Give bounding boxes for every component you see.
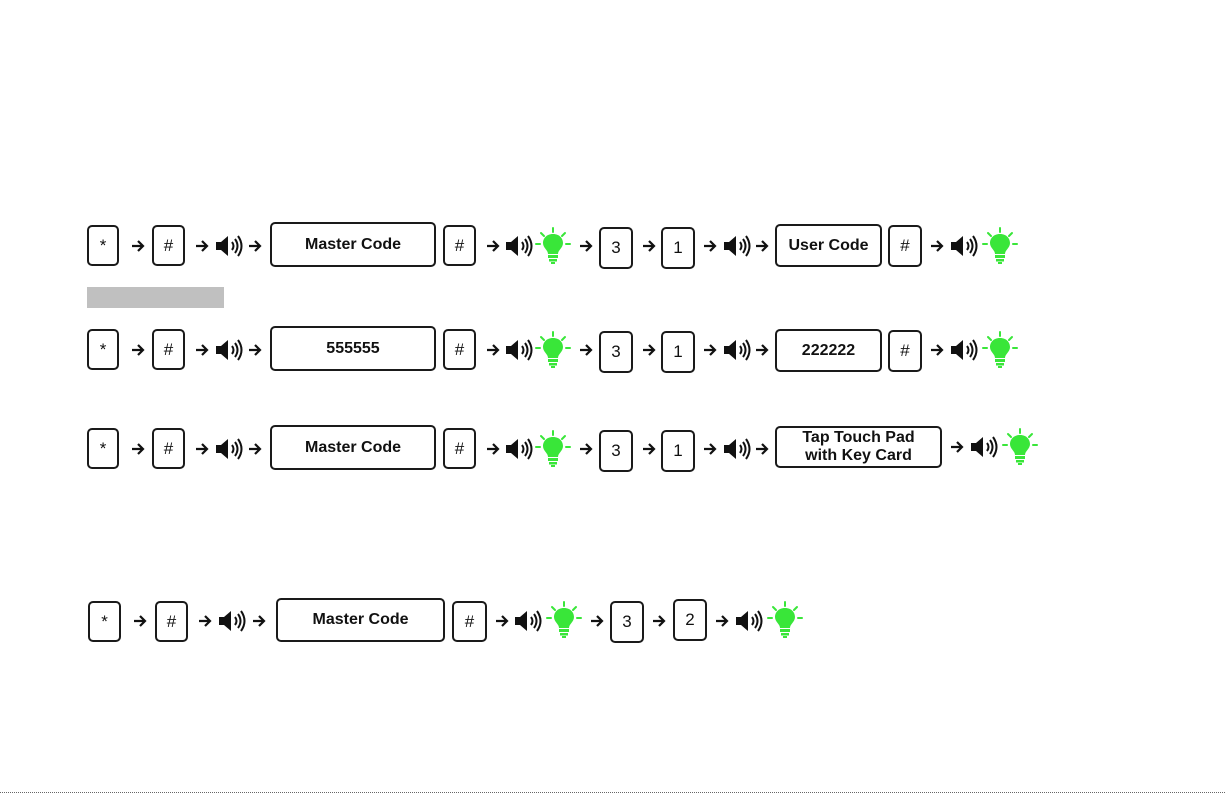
speaker-beep-icon: [949, 337, 979, 363]
master-code-key: Master Code: [270, 425, 436, 470]
green-light-icon: [982, 227, 1018, 265]
hash-key: #: [443, 428, 476, 469]
arrow-right-icon: [703, 442, 717, 456]
hash-key: #: [443, 225, 476, 266]
hash-key: #: [152, 225, 185, 266]
speaker-beep-icon: [722, 436, 752, 462]
speaker-beep-icon: [214, 337, 244, 363]
arrow-right-icon: [590, 614, 604, 628]
green-light-icon: [535, 331, 571, 369]
arrow-right-icon: [198, 614, 212, 628]
arrow-right-icon: [486, 442, 500, 456]
arrow-right-icon: [195, 343, 209, 357]
arrow-right-icon: [930, 239, 944, 253]
green-light-icon: [767, 601, 803, 639]
arrow-right-icon: [248, 239, 262, 253]
tap-key-card-key: Tap Touch Pad with Key Card: [775, 426, 942, 468]
hash-key: #: [443, 329, 476, 370]
arrow-right-icon: [495, 614, 509, 628]
arrow-right-icon: [642, 343, 656, 357]
star-key: *: [87, 329, 119, 370]
speaker-beep-icon: [734, 608, 764, 634]
tap-key-card-line-2: with Key Card: [805, 447, 912, 465]
hash-key: #: [452, 601, 487, 642]
digit-key-3: 3: [599, 331, 633, 373]
arrow-right-icon: [950, 440, 964, 454]
digit-key-1: 1: [661, 331, 695, 373]
digit-key-3: 3: [599, 227, 633, 269]
speaker-beep-icon: [513, 608, 543, 634]
green-light-icon: [535, 430, 571, 468]
arrow-right-icon: [248, 442, 262, 456]
arrow-right-icon: [131, 343, 145, 357]
master-code-value-key: 555555: [270, 326, 436, 371]
speaker-beep-icon: [214, 233, 244, 259]
arrow-right-icon: [486, 343, 500, 357]
speaker-beep-icon: [949, 233, 979, 259]
arrow-right-icon: [133, 614, 147, 628]
arrow-right-icon: [195, 442, 209, 456]
speaker-beep-icon: [217, 608, 247, 634]
hash-key: #: [155, 601, 188, 642]
arrow-right-icon: [755, 343, 769, 357]
hash-key: #: [888, 225, 922, 267]
speaker-beep-icon: [504, 436, 534, 462]
arrow-right-icon: [930, 343, 944, 357]
master-code-key: Master Code: [276, 598, 445, 642]
arrow-right-icon: [579, 239, 593, 253]
digit-key-1: 1: [661, 430, 695, 472]
arrow-right-icon: [642, 239, 656, 253]
user-code-value-key: 222222: [775, 329, 882, 372]
user-code-key: User Code: [775, 224, 882, 267]
arrow-right-icon: [486, 239, 500, 253]
digit-key-1: 1: [661, 227, 695, 269]
speaker-beep-icon: [214, 436, 244, 462]
arrow-right-icon: [252, 614, 266, 628]
speaker-beep-icon: [722, 337, 752, 363]
green-light-icon: [1002, 428, 1038, 466]
arrow-right-icon: [715, 614, 729, 628]
arrow-right-icon: [195, 239, 209, 253]
green-light-icon: [546, 601, 582, 639]
arrow-right-icon: [131, 239, 145, 253]
speaker-beep-icon: [504, 337, 534, 363]
star-key: *: [87, 428, 119, 469]
master-code-key: Master Code: [270, 222, 436, 267]
arrow-right-icon: [652, 614, 666, 628]
arrow-right-icon: [579, 442, 593, 456]
arrow-right-icon: [703, 343, 717, 357]
highlight-bar: [87, 287, 224, 308]
hash-key: #: [152, 428, 185, 469]
arrow-right-icon: [642, 442, 656, 456]
hash-key: #: [152, 329, 185, 370]
digit-key-2: 2: [673, 599, 707, 641]
digit-key-3: 3: [599, 430, 633, 472]
arrow-right-icon: [579, 343, 593, 357]
green-light-icon: [535, 227, 571, 265]
arrow-right-icon: [755, 442, 769, 456]
digit-key-3: 3: [610, 601, 644, 643]
star-key: *: [87, 225, 119, 266]
arrow-right-icon: [755, 239, 769, 253]
speaker-beep-icon: [722, 233, 752, 259]
arrow-right-icon: [248, 343, 262, 357]
hash-key: #: [888, 330, 922, 372]
arrow-right-icon: [703, 239, 717, 253]
speaker-beep-icon: [969, 434, 999, 460]
speaker-beep-icon: [504, 233, 534, 259]
arrow-right-icon: [131, 442, 145, 456]
star-key: *: [88, 601, 121, 642]
green-light-icon: [982, 331, 1018, 369]
page-divider: [0, 792, 1225, 793]
tap-key-card-line-1: Tap Touch Pad: [802, 429, 914, 447]
